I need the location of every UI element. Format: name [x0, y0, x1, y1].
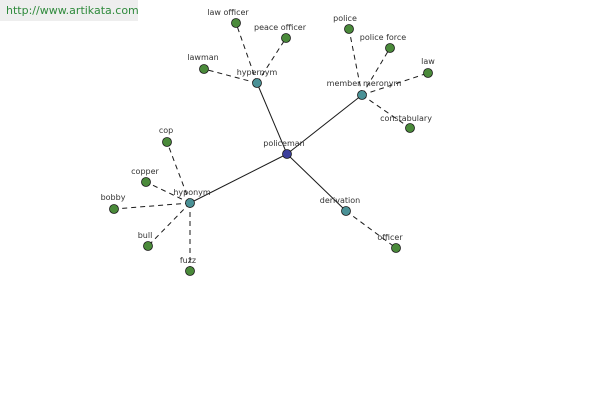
relation-node-member-meronym-dot[interactable]: [357, 90, 367, 100]
term-node-law-officer-dot[interactable]: [231, 18, 241, 28]
root-node-policeman[interactable]: policeman: [263, 139, 305, 159]
edge-hypernym-law-officer: [235, 22, 258, 84]
term-node-law-officer[interactable]: law officer: [207, 8, 249, 28]
relation-node-hypernym-label: hypernym: [237, 68, 278, 77]
root-node-policeman-label: policeman: [263, 139, 305, 148]
term-node-peace-officer-dot[interactable]: [281, 33, 291, 43]
term-node-bobby[interactable]: bobby: [101, 193, 126, 214]
relation-node-member-meronym-label: member meronym: [327, 79, 402, 88]
term-node-law-officer-label: law officer: [207, 8, 249, 17]
term-node-bull-dot[interactable]: [143, 241, 153, 251]
edge-member-meronym-police: [348, 28, 363, 96]
edge-hypernym-lawman: [203, 68, 258, 84]
term-node-lawman[interactable]: lawman: [187, 53, 219, 74]
edge-hyponym: [189, 153, 288, 204]
term-node-bull-label: bull: [138, 231, 153, 240]
edge-derivation-officer: [345, 210, 397, 249]
edge-hyponym-bobby: [113, 202, 191, 210]
term-node-police-dot[interactable]: [344, 24, 354, 34]
term-node-bobby-label: bobby: [101, 193, 126, 202]
term-node-lawman-dot[interactable]: [199, 64, 209, 74]
relation-node-derivation[interactable]: derivation: [320, 196, 360, 216]
relation-node-hyponym[interactable]: hyponym: [173, 188, 211, 208]
site-watermark: http://www.artikata.com: [0, 0, 139, 21]
relation-node-hyponym-dot[interactable]: [185, 198, 195, 208]
term-node-law-dot[interactable]: [423, 68, 433, 78]
term-node-fuzz[interactable]: fuzz: [180, 256, 196, 276]
term-node-law-label: law: [421, 57, 435, 66]
root-node-policeman-dot[interactable]: [282, 149, 292, 159]
term-node-constabulary[interactable]: constabulary: [380, 114, 432, 133]
edge-hyponym-cop: [166, 141, 191, 204]
relation-node-hypernym[interactable]: hypernym: [237, 68, 278, 88]
term-node-constabulary-label: constabulary: [380, 114, 432, 123]
edge-hypernym: [256, 82, 288, 155]
term-node-lawman-label: lawman: [187, 53, 218, 62]
term-node-police[interactable]: police: [333, 14, 357, 34]
term-node-cop-dot[interactable]: [162, 137, 172, 147]
edge-member-meronym-constabulary: [361, 94, 411, 129]
relation-node-member-meronym[interactable]: member meronym: [327, 79, 402, 100]
term-node-copper[interactable]: copper: [131, 167, 160, 187]
term-node-peace-officer[interactable]: peace officer: [254, 23, 307, 43]
relation-node-hyponym-label: hyponym: [173, 188, 211, 197]
term-node-officer-label: officer: [377, 233, 403, 242]
term-node-peace-officer-label: peace officer: [254, 23, 307, 32]
edge-derivation: [286, 153, 347, 212]
term-node-constabulary-dot[interactable]: [405, 123, 415, 133]
term-node-cop-label: cop: [159, 126, 173, 135]
term-node-copper-label: copper: [131, 167, 159, 176]
edges-layer: [113, 22, 429, 271]
term-node-police-label: police: [333, 14, 357, 23]
term-node-copper-dot[interactable]: [141, 177, 151, 187]
nodes-layer: hypernym law officer peace officer lawman me…: [101, 8, 435, 276]
edge-member-meronym: [286, 94, 363, 155]
edge-member-meronym-police-force: [361, 47, 391, 96]
edge-hyponym-bull: [147, 202, 191, 247]
term-node-officer-dot[interactable]: [391, 243, 401, 253]
term-node-cop[interactable]: cop: [159, 126, 173, 147]
term-node-law[interactable]: law: [421, 57, 435, 78]
relation-node-hypernym-dot[interactable]: [252, 78, 262, 88]
term-node-fuzz-label: fuzz: [180, 256, 196, 265]
relation-node-derivation-dot[interactable]: [341, 206, 351, 216]
edge-hyponym-copper: [145, 181, 191, 204]
term-node-bobby-dot[interactable]: [109, 204, 119, 214]
edge-member-meronym-law: [361, 72, 429, 96]
term-node-bull[interactable]: bull: [138, 231, 153, 251]
term-node-officer[interactable]: officer: [377, 233, 403, 253]
relation-node-derivation-label: derivation: [320, 196, 360, 205]
term-node-police-force[interactable]: police force: [360, 33, 407, 53]
term-node-fuzz-dot[interactable]: [185, 266, 195, 276]
term-node-police-force-dot[interactable]: [385, 43, 395, 53]
term-node-police-force-label: police force: [360, 33, 407, 42]
